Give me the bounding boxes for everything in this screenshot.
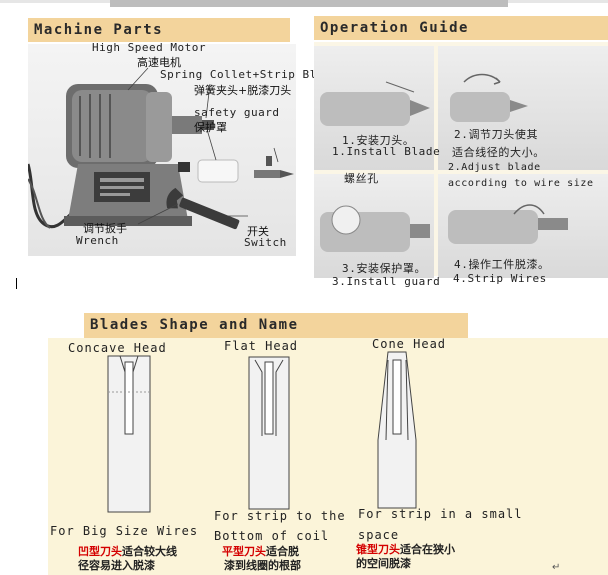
operation-guide-panel: 1.安装刀头。 1.Install Blade 2.调节刀头使其 适合线径的大小…	[314, 42, 608, 278]
flat-cn-name: 平型刀头	[222, 545, 266, 558]
guard-label-cn: 保护罩	[194, 121, 227, 134]
machine-photo	[26, 44, 296, 256]
step2-caption-en1: 2.Adjust blade	[448, 162, 541, 173]
cone-cn-rest: 适合在狭小	[400, 543, 455, 556]
flat-head-name: Flat Head	[224, 339, 299, 353]
text-cursor	[16, 278, 17, 289]
switch-label-cn: 开关	[247, 225, 269, 238]
step2-caption-cn1: 2.调节刀头使其	[454, 128, 539, 141]
concave-description: For Big Size Wires	[50, 524, 199, 538]
cone-head-name: Cone Head	[372, 337, 447, 351]
motor-label-cn: 高速电机	[137, 56, 181, 69]
collet-label-en: Spring Collet+Strip Blade	[160, 68, 339, 81]
collet-label-cn: 弹簧夹头+脱漆刀头	[194, 84, 292, 97]
flat-description-line2: Bottom of coil	[214, 529, 330, 543]
concave-head-name: Concave Head	[68, 341, 167, 355]
blades-header: Blades Shape and Name	[84, 313, 468, 338]
step1-caption-en: 1.Install Blade	[332, 145, 441, 158]
step3-caption-cn: 3.安装保护罩。	[342, 262, 427, 275]
cone-cn-line1: 锥型刀头适合在狭小	[356, 543, 455, 557]
concave-cn-line2: 径容易进入脱漆	[78, 559, 155, 572]
machine-illustration	[26, 67, 294, 230]
cone-cn-line2: 的空间脱漆	[356, 557, 411, 570]
flat-cn-line2: 漆到线圈的根部	[224, 559, 301, 572]
flat-cn-rest: 适合脱	[266, 545, 299, 558]
switch-label-en: Switch	[244, 236, 287, 249]
return-mark-icon: ↵	[552, 562, 561, 573]
screw-hole-label: 螺丝孔	[344, 172, 379, 185]
cone-description-line1: For strip in a small	[358, 507, 523, 521]
operation-guide-header: Operation Guide	[314, 16, 608, 40]
flat-description-line1: For strip to the	[214, 509, 346, 523]
flat-cn-line1: 平型刀头适合脱	[222, 545, 299, 559]
top-bar	[110, 0, 508, 7]
step4-caption-cn: 4.操作工件脱漆。	[454, 258, 550, 271]
step3-caption-en: 3.Install guard	[332, 275, 441, 288]
step2-caption-cn2: 适合线径的大小。	[452, 146, 545, 159]
machine-parts-header: Machine Parts	[28, 18, 290, 42]
step4-caption-en: 4.Strip Wires	[453, 272, 547, 285]
step1-caption-cn: 1.安装刀头。	[342, 134, 415, 147]
concave-cn-line1: 凹型刀头适合较大线	[78, 545, 177, 559]
operation-illustrations	[320, 73, 568, 252]
wrench-label-cn: 调节扳手	[83, 222, 127, 235]
concave-cn-name: 凹型刀头	[78, 545, 122, 558]
guard-label-en: safety guard	[194, 106, 280, 119]
wrench-label-en: Wrench	[76, 234, 119, 247]
motor-label-en: High Speed Motor	[92, 41, 206, 54]
cone-cn-name: 锥型刀头	[356, 543, 400, 556]
cone-description-line2: space	[358, 528, 400, 542]
concave-cn-rest: 适合较大线	[122, 545, 177, 558]
step2-caption-en2: according to wire size	[448, 178, 594, 189]
